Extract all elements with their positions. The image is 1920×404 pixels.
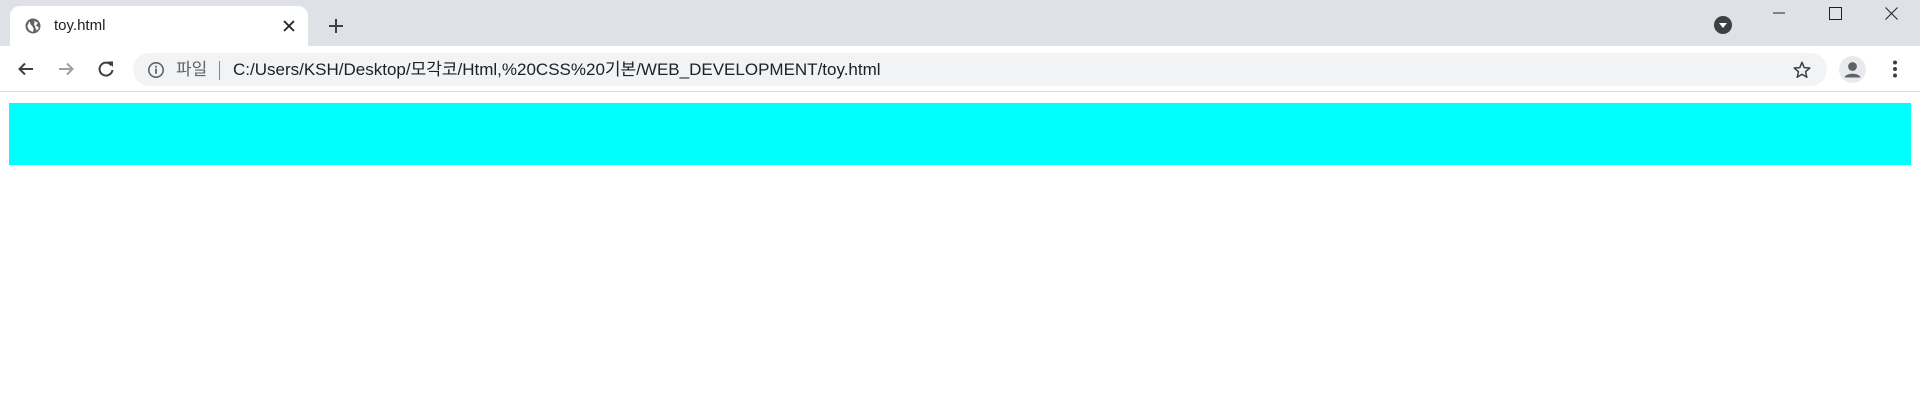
minimize-icon xyxy=(1773,12,1785,14)
info-icon[interactable] xyxy=(147,61,165,79)
url-text[interactable]: C:/Users/KSH/Desktop/모각코/Html,%20CSS%20기… xyxy=(233,60,881,79)
arrow-right-icon xyxy=(59,62,74,76)
window-close-button[interactable] xyxy=(1863,0,1919,26)
reload-button[interactable] xyxy=(93,56,119,82)
maximize-icon xyxy=(1828,6,1842,20)
more-vertical-icon xyxy=(1893,60,1897,78)
tab-title: toy.html xyxy=(54,17,106,34)
browser-tab[interactable]: toy.html xyxy=(10,6,308,46)
minimize-button[interactable] xyxy=(1751,0,1807,26)
reload-icon xyxy=(98,61,114,77)
tab-close-button[interactable] xyxy=(280,17,298,35)
maximize-button[interactable] xyxy=(1807,0,1863,26)
tab-strip: toy.html xyxy=(0,0,1920,46)
avatar-icon xyxy=(1844,62,1861,78)
profile-button[interactable] xyxy=(1839,56,1866,83)
omnibox-divider xyxy=(219,61,220,80)
new-tab-button[interactable] xyxy=(322,12,350,40)
plus-icon xyxy=(329,19,343,33)
page-viewport xyxy=(0,92,1920,404)
cyan-block xyxy=(9,103,1911,165)
close-icon xyxy=(283,20,295,32)
address-bar[interactable]: 파일 C:/Users/KSH/Desktop/모각코/Html,%20CSS%… xyxy=(133,53,1827,86)
forward-button[interactable] xyxy=(53,56,79,82)
close-icon xyxy=(1884,6,1898,20)
star-icon[interactable] xyxy=(1792,60,1812,80)
back-button[interactable] xyxy=(13,56,39,82)
arrow-left-icon xyxy=(18,62,33,76)
globe-icon xyxy=(25,18,41,34)
scheme-label: 파일 xyxy=(176,60,208,79)
tab-search-icon[interactable] xyxy=(1712,14,1734,36)
browser-toolbar: 파일 C:/Users/KSH/Desktop/모각코/Html,%20CSS%… xyxy=(0,46,1920,92)
menu-button[interactable] xyxy=(1882,56,1908,82)
